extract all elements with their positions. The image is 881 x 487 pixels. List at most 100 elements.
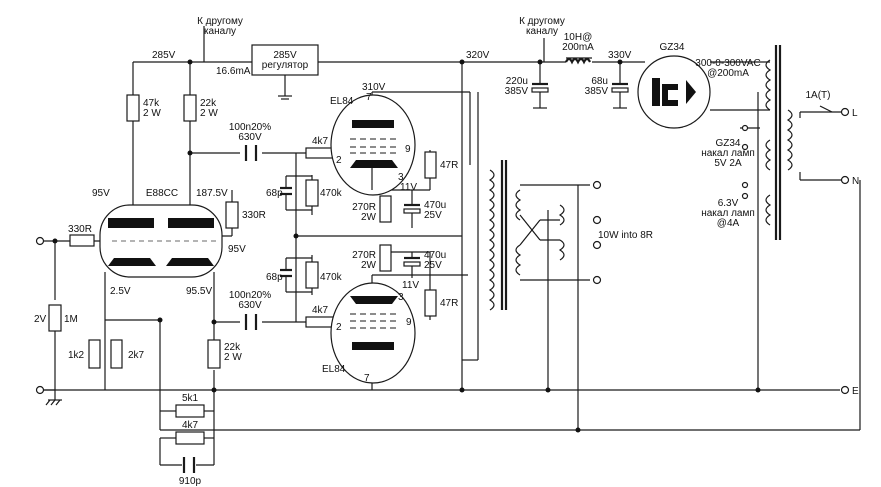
r47r-top-label: 47R [440,160,458,171]
coupling-cap-top-label: 100n20%630V [229,122,271,143]
mains-e-terminal [840,385,850,395]
e88cc-label: E88CC [146,188,178,199]
cap-470u-top [403,190,421,228]
r4k7-fb-label: 4k7 [182,420,199,431]
pin9-top-label: 9 [405,144,411,155]
r2k7-label: 2k7 [128,350,145,361]
output-transformer [488,160,565,311]
resistor-330r-input [69,234,95,247]
resistor-470k-bottom [305,261,319,289]
input-terminal [35,236,45,246]
cap-68p-top [280,175,312,211]
junctions [52,59,761,433]
el84-bottom-label: EL84 [322,364,346,375]
v95-right-label: 95V [228,244,246,255]
e88cc-tube [99,204,223,278]
resistor-47r-bottom [424,289,437,317]
resistors [48,94,437,466]
resistor-22k-bottom [207,339,221,369]
c68p-bottom-label: 68p [266,272,283,283]
grid-res-top-label: 4k7 [312,136,329,147]
v955-label: 95.5V [186,286,212,297]
rail-330v-label: 330V [608,50,632,61]
speaker-terminal-mid1 [592,215,602,225]
gz34-rectifier [637,55,711,129]
fuse-label: 1A(T) [806,90,831,101]
c68p-top-label: 68p [266,188,283,199]
resistor-4k7-grid-bottom [305,316,335,328]
current-label: 16.6mA [216,66,251,77]
grid-res-bottom-label: 4k7 [312,305,329,316]
v11-top-label: 11V [400,182,417,193]
resistor-330r-cathode [225,201,239,229]
choke-label: 10H@200mA [562,32,594,53]
coupling-cap-bottom [244,314,258,330]
resistor-470k-top [305,179,319,207]
coupling-cap-bottom-label: 100n20%630V [229,290,271,311]
r330-cathode-label: 330R [242,210,266,221]
r1k2-label: 1k2 [68,350,85,361]
r47r-bottom-label: 47R [440,298,458,309]
cap-68p-bottom [280,257,312,293]
pin3-bottom-label: 3 [398,292,404,303]
capacitors [182,62,629,473]
v1875-label: 187.5V [196,188,228,199]
resistor-4k7-grid-top [305,147,335,159]
speaker-terminal-mid2 [592,240,602,250]
el84-top-label: EL84 [330,96,354,107]
pin9-bottom-label: 9 [406,317,412,328]
rail-320v-label: 320V [466,50,490,61]
mains-n-terminal [840,175,850,185]
cap-68u [611,62,629,109]
mains-l-label: L [852,108,858,119]
pin7-bottom-label: 7 [364,373,370,384]
el84-upper-tube [330,94,416,196]
v25-label: 2.5V [110,286,131,297]
input-330r-label: 330R [68,224,92,235]
input-ground-terminal [35,385,45,395]
c910p-label: 910p [179,476,202,487]
mains-l-terminal [840,107,850,117]
pin3-top-label: 3 [398,172,404,183]
pin2-bottom-label: 2 [336,322,342,333]
resistor-270r-top [379,195,392,223]
v11-bottom-label: 11V [402,280,419,291]
resistor-2k7 [110,339,123,369]
resistor-47r-top [424,151,437,179]
gz34-label: GZ34 [659,42,684,53]
power-label: 10W into 8R [598,230,653,241]
r5k1-label: 5k1 [182,393,199,404]
cap-220u [531,62,549,109]
wiring [42,26,861,431]
resistor-22k-top [183,94,197,122]
secondary-hv-label: 300-0-300VAC@200mA [695,58,760,79]
speaker-terminal-bottom [592,275,602,285]
resistor-1m [48,304,62,332]
terminals [35,107,850,395]
resistor-270r-bottom [379,244,392,272]
r470k-bottom-label: 470k [320,272,343,283]
mains-e-label: E [852,386,859,397]
resistor-1k2 [88,339,101,369]
coupling-cap-top [244,145,258,161]
mains-n-label: N [852,176,859,187]
v310-label: 310V [362,82,386,93]
choke-inductor [565,57,592,65]
resistor-5k1 [175,404,205,418]
